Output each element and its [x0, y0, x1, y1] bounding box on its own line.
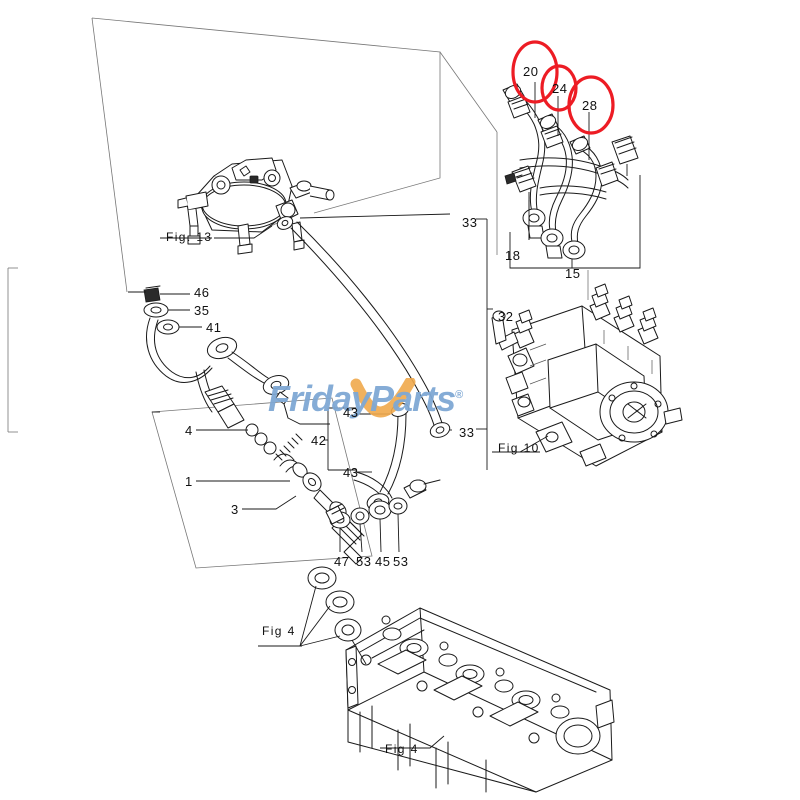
fuel-return-line	[128, 285, 330, 425]
injection-pump	[491, 270, 683, 467]
callout-43-upper: 43	[343, 405, 359, 420]
callout-33-upper: 33	[462, 215, 478, 230]
cylinder-head	[345, 607, 615, 793]
fuel-feed-pump	[160, 157, 335, 255]
figure-ref-fig-10: Fig 10	[498, 441, 540, 455]
fridayparts-watermark: FridayParts®	[268, 376, 508, 422]
callout-35: 35	[194, 303, 210, 318]
fuel-injector-assembly	[152, 385, 365, 565]
callout-4: 4	[185, 423, 193, 438]
injector-seal-washers	[258, 566, 367, 665]
highlight-circle-28	[567, 75, 615, 135]
callout-47: 47	[334, 554, 350, 569]
callout-15: 15	[565, 266, 581, 281]
callout-46: 46	[194, 285, 210, 300]
figure-ref-fig-4-upper: Fig 4	[262, 624, 296, 638]
callout-3: 3	[231, 502, 239, 517]
callout-1: 1	[185, 474, 193, 489]
callout-42: 42	[311, 433, 327, 448]
pipe-clamp	[611, 135, 639, 165]
watermark-text: FridayParts®	[268, 378, 463, 419]
callout-33-lower: 33	[459, 425, 475, 440]
highlight-circle-20	[511, 40, 559, 104]
fuel-hose-33	[276, 213, 452, 438]
pipe-clamp	[595, 161, 619, 187]
callout-32: 32	[498, 309, 514, 324]
callout-53-left: 53	[356, 554, 372, 569]
callout-43-lower: 43	[343, 465, 359, 480]
high-pressure-pipe-assembly	[502, 83, 639, 260]
highlight-leaders	[534, 82, 590, 160]
callout-24: 24	[552, 81, 568, 96]
lower-fuel-pipes	[325, 403, 441, 553]
callout-18: 18	[505, 248, 521, 263]
figure-ref-fig-13: Fig. 13	[166, 230, 213, 244]
figure-ref-fig-4-lower: Fig 4	[385, 742, 419, 756]
highlight-circle-24	[540, 64, 578, 112]
callout-28: 28	[582, 98, 598, 113]
callout-20: 20	[523, 64, 539, 79]
callout-45: 45	[375, 554, 391, 569]
callout-41: 41	[206, 320, 222, 335]
callout-53-right: 53	[393, 554, 409, 569]
pipe-clamp	[511, 165, 537, 193]
